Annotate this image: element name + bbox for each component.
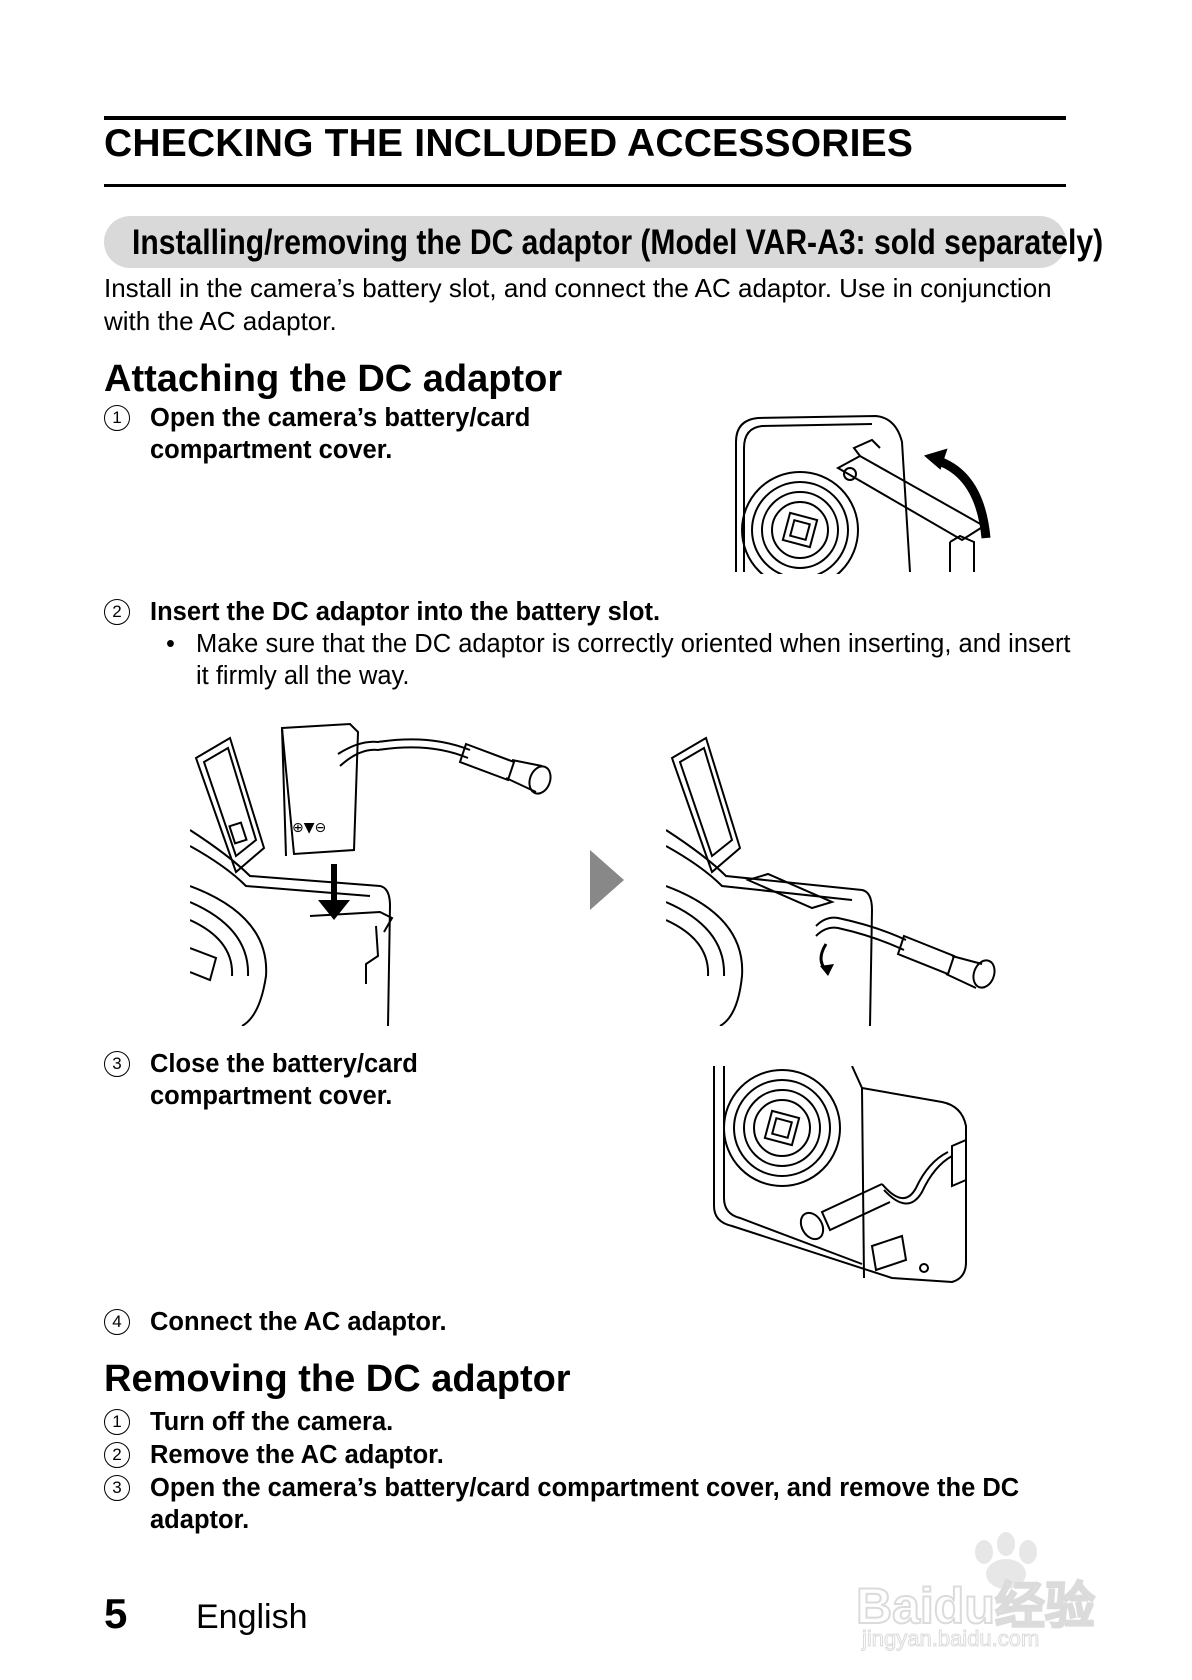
remove-step-1: 1 Turn off the camera. [104, 1406, 804, 1440]
step-text: Close the battery/card compartment cover… [150, 1050, 418, 1110]
step-number: 1 [104, 1409, 130, 1435]
camera-open-cover-illustration [730, 412, 1000, 574]
step-text: Open the camera’s battery/card compartme… [150, 404, 531, 464]
attach-step-3: 3 Close the battery/card compartment cov… [104, 1048, 584, 1118]
paw-logo-icon [975, 1532, 1037, 1589]
step-text: Connect the AC adaptor. [150, 1308, 447, 1336]
step-number: 3 [104, 1475, 130, 1501]
title-bottom-rule [104, 184, 1066, 187]
step-number: 2 [104, 599, 130, 625]
page-number: 5 [104, 1590, 128, 1637]
svg-text:⊕▼⊖: ⊕▼⊖ [292, 820, 326, 836]
next-arrow-icon [590, 850, 624, 910]
remove-step-2: 2 Remove the AC adaptor. [104, 1439, 804, 1473]
step-text: Remove the AC adaptor. [150, 1441, 444, 1469]
title-top-rule [104, 116, 1066, 120]
step-number: 2 [104, 1442, 130, 1468]
step-number: 1 [104, 405, 130, 431]
camera-closed-cover-illustration [712, 1066, 982, 1284]
attach-step-1: 1 Open the camera’s battery/card compart… [104, 402, 624, 472]
insert-adaptor-illustration: ⊕▼⊖ [190, 716, 590, 1026]
section-pill: Installing/removing the DC adaptor (Mode… [104, 216, 1103, 268]
bullet-text: Make sure that the DC adaptor is correct… [196, 630, 1071, 690]
remove-heading: Removing the DC adaptor [104, 1358, 571, 1400]
baidu-watermark: Baidu经验 jingyan.baidu.com [855, 1530, 1136, 1652]
adaptor-inserted-illustration [666, 730, 1006, 1026]
step-2-bullet: • Make sure that the DC adaptor is corre… [166, 628, 1076, 694]
attach-heading: Attaching the DC adaptor [104, 358, 563, 400]
remove-step-3: 3 Open the camera’s battery/card compart… [104, 1472, 1066, 1542]
attach-step-2: 2 Insert the DC adaptor into the battery… [104, 596, 1004, 630]
language-label: English [196, 1598, 308, 1636]
bullet-dot: • [166, 630, 175, 658]
step-number: 3 [104, 1051, 130, 1077]
step-text: Insert the DC adaptor into the battery s… [150, 598, 661, 626]
page-title: CHECKING THE INCLUDED ACCESSORIES [104, 122, 914, 165]
step-text: Open the camera’s battery/card compartme… [150, 1474, 1020, 1534]
intro-paragraph: Install in the camera’s battery slot, an… [104, 273, 1052, 336]
watermark-text: Baidu经验 [855, 1577, 1096, 1635]
section-pill-text: Installing/removing the DC adaptor (Mode… [132, 223, 1104, 262]
step-text: Turn off the camera. [150, 1408, 394, 1436]
watermark-url: jingyan.baidu.com [861, 1626, 1040, 1652]
attach-step-4: 4 Connect the AC adaptor. [104, 1306, 804, 1340]
step-number: 4 [104, 1309, 130, 1335]
